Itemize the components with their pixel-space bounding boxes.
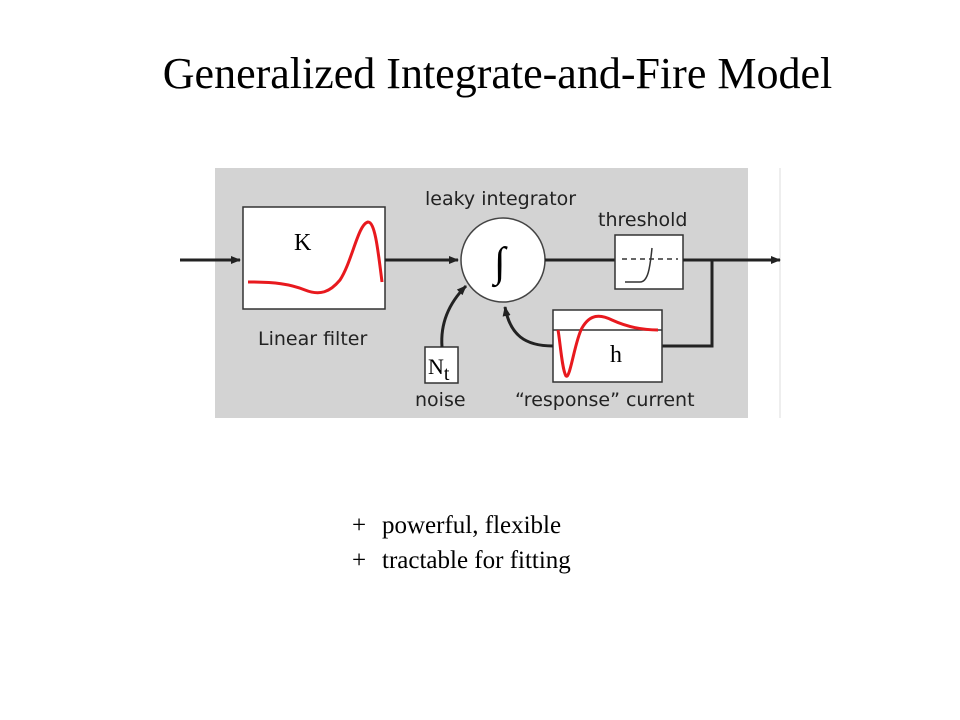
threshold-label: threshold xyxy=(598,209,687,231)
bullet-item: + tractable for fitting xyxy=(352,543,571,578)
noise-symbol-n: N xyxy=(428,354,444,379)
filter-symbol-k: K xyxy=(294,230,312,256)
bullet-list: + powerful, flexible + tractable for fitti… xyxy=(352,508,571,578)
linear-filter-label: Linear filter xyxy=(258,328,367,350)
feedback-to-integrator-arrow xyxy=(502,306,554,348)
noise-symbol: Nt xyxy=(428,354,450,385)
threshold-box xyxy=(614,234,684,290)
response-symbol-h: h xyxy=(610,342,622,368)
bullet-text: tractable for fitting xyxy=(382,547,571,574)
threshold-step-curve xyxy=(625,247,653,283)
gif-model-diagram: K Linear filter leaky integrator ∫ thres… xyxy=(180,168,781,418)
bullet-text: powerful, flexible xyxy=(382,512,562,539)
bullet-item: + powerful, flexible xyxy=(352,508,571,543)
slide-title: Generalized Integrate-and-Fire Model xyxy=(162,49,833,98)
noise-to-integrator-arrow xyxy=(440,284,468,348)
response-current-label: “response” current xyxy=(515,389,695,411)
bullet-sign: + xyxy=(352,512,367,539)
feedback-loop-line xyxy=(662,260,714,348)
integral-symbol: ∫ xyxy=(491,240,508,288)
response-kernel-curve xyxy=(556,314,659,378)
noise-label: noise xyxy=(415,389,466,411)
leaky-integrator-label: leaky integrator xyxy=(425,188,576,210)
filter-kernel-curve xyxy=(247,220,384,295)
noise-symbol-subscript: t xyxy=(444,363,450,385)
bullet-sign: + xyxy=(352,547,367,574)
